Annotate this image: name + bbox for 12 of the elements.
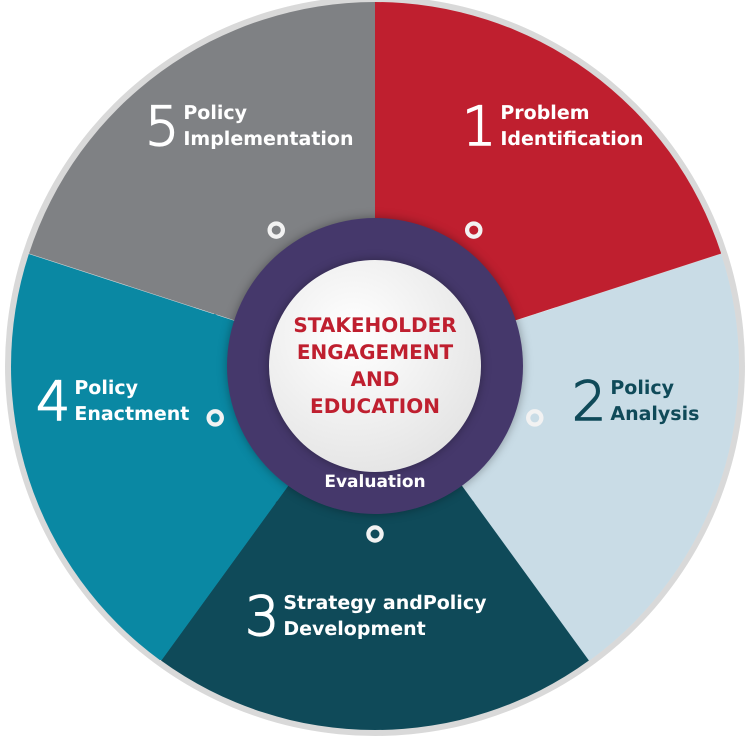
step-title: Policy Analysis [610, 376, 700, 427]
step-number: 1 [462, 100, 496, 154]
step-title: Policy Enactment [74, 376, 190, 427]
step-number: 5 [144, 100, 180, 154]
step-number: 2 [572, 374, 606, 429]
step-title: Policy Implementation [183, 101, 354, 152]
step-title: Problem Identification [500, 101, 644, 152]
step-number: 4 [36, 374, 70, 429]
step-number: 3 [244, 590, 280, 644]
step-title: Strategy andPolicy Development [283, 591, 488, 642]
center-title: STAKEHOLDER ENGAGEMENT AND EDUCATION [292, 312, 458, 420]
ring-label: Evaluation [323, 472, 427, 492]
